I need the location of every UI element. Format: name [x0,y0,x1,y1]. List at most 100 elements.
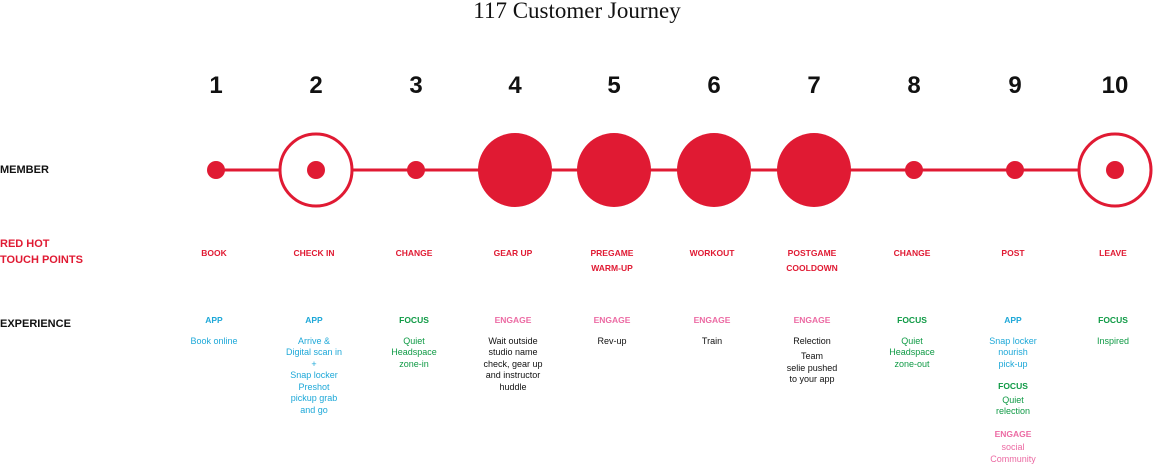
experience-text: Rev-up [597,335,627,346]
touch-point: GEAR UP [463,246,563,261]
experience-block: FOCUS Inspired [1063,315,1154,347]
experience-category: FOCUS [1098,315,1128,325]
touch-point: POST [963,246,1063,261]
experience-text: social [1001,442,1025,452]
experience-text: check, gear up [483,358,543,369]
experience-text: studio name [488,347,538,357]
journey-marker-4 [478,133,552,207]
touch-point: WORKOUT [662,246,762,261]
journey-marker-5 [577,133,651,207]
experience-text: selie pushed [786,362,838,373]
experience-text: + [311,358,317,369]
experience-block: ENGAGE Rev-up [562,315,662,347]
touch-point: CHECK IN [264,246,364,261]
journey-marker-8 [905,161,923,179]
experience-text: zone-in [399,358,429,369]
experience-category: FOCUS [399,315,429,325]
experience-text: zone-out [894,358,930,369]
journey-marker-3 [407,161,425,179]
experience-category: APP [1004,315,1022,325]
journey-marker-2 [278,132,354,208]
touch-point: BOOK [164,246,264,261]
journey-marker-7 [777,133,851,207]
experience-text: pickup grab [290,393,338,403]
experience-text: Headspace [889,347,935,357]
touch-point-label: CHANGE [893,248,931,258]
journey-marker-10 [1077,132,1153,208]
touch-point: CHANGE [364,246,464,261]
experience-text: Quiet [403,335,425,346]
touch-point: POSTGAME COOLDOWN [762,246,862,276]
experience-category: FOCUS [998,381,1028,391]
page-title: 117 Customer Journey [473,0,681,23]
row-label-experience: EXPERIENCE [0,318,71,330]
touch-point-label: COOLDOWN [786,263,838,273]
experience-text: Arrive & [297,335,330,346]
experience-text: Train [701,335,723,346]
touch-point-label: BOOK [201,248,227,258]
experience-text: nourish [998,347,1028,357]
touch-point-label: WORKOUT [689,248,735,258]
touch-point-label: CHANGE [395,248,433,258]
touch-point-label: LEAVE [1099,248,1127,258]
experience-category: ENGAGE [593,315,631,325]
experience-text: Snap locker [989,335,1037,346]
row-label-touch-points: RED HOT TOUCH POINTS [0,236,83,268]
touch-point: LEAVE [1063,246,1154,261]
step-number: 4 [508,72,522,99]
experience-text: pick-up [998,358,1028,369]
experience-text: Inspired [1096,335,1130,346]
step-number: 1 [209,72,223,99]
step-number: 9 [1008,72,1022,99]
experience-text: and go [300,404,328,415]
experience-text: Wait outside [488,335,538,346]
step-number: 8 [907,72,921,99]
experience-text: Quiet [901,335,923,346]
touch-point-label: GEAR UP [493,248,533,258]
step-number: 5 [607,72,621,99]
journey-marker-1 [207,161,225,179]
journey-marker-9 [1006,161,1024,179]
touch-point-label: CHECK IN [293,248,335,258]
journey-marker-6 [677,133,751,207]
step-number: 7 [807,72,821,99]
experience-text: Preshot [298,381,330,392]
step-number: 10 [1101,72,1129,99]
row-label-member: MEMBER [0,164,49,176]
experience-category: APP [305,315,323,325]
experience-text: Digital scan in [285,347,343,357]
experience-text: relection [995,406,1031,416]
experience-text: Headspace [391,347,437,357]
experience-category: ENGAGE [793,315,831,325]
experience-category: FOCUS [897,315,927,325]
experience-text: huddle [499,381,527,392]
experience-text: Relection [793,335,831,346]
step-number: 2 [309,72,323,99]
experience-category: APP [205,315,223,325]
experience-text: Team [800,351,823,361]
experience-text: Community [990,453,1036,464]
row-label-touch-points-line1: RED HOT [0,238,50,250]
touch-point-label: PREGAME [590,248,634,258]
step-number: 3 [409,72,423,99]
experience-category: ENGAGE [693,315,731,325]
experience-text: to your app [789,374,835,384]
step-number: 6 [707,72,721,99]
touch-point-label: POSTGAME [787,248,837,258]
experience-text: Snap locker [290,370,338,380]
experience-block: ENGAGE Train [662,315,762,347]
experience-block: APP Book online [164,315,264,347]
touch-point: CHANGE [862,246,962,261]
experience-text: and instructor [485,370,541,380]
touch-point-label: POST [1001,248,1025,258]
experience-text: Book online [190,335,238,346]
